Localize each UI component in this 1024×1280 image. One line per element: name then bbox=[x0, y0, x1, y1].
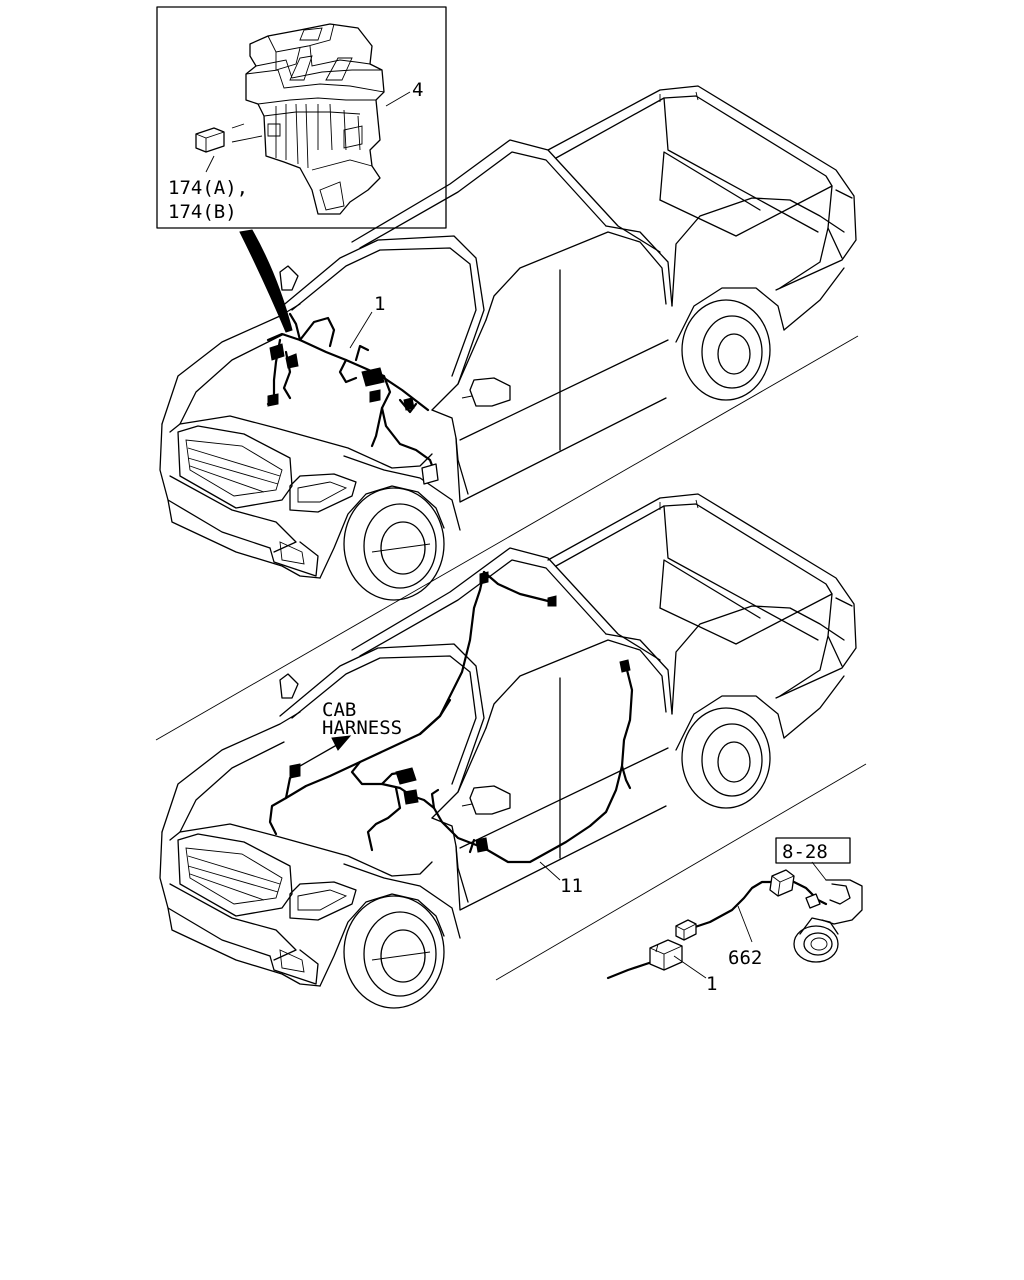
label-part-1-engine: 1 bbox=[374, 293, 385, 315]
cab-harness-arrow bbox=[299, 741, 343, 767]
leader-11 bbox=[539, 861, 561, 881]
leader-1-top bbox=[349, 311, 373, 349]
label-harness: HARNESS bbox=[322, 717, 402, 739]
bottom-truck bbox=[159, 493, 857, 1009]
leader-662 bbox=[737, 905, 753, 943]
label-part-11: 11 bbox=[560, 875, 583, 897]
reference-box bbox=[775, 837, 851, 864]
label-part-4: 4 bbox=[412, 79, 423, 101]
label-part-174b: 174(B) bbox=[168, 201, 237, 223]
label-cab: CAB bbox=[322, 699, 356, 721]
separator-line-1 bbox=[155, 335, 859, 741]
fuse-box-inset bbox=[156, 6, 447, 229]
separator-line-2 bbox=[495, 763, 867, 981]
inset-pointer bbox=[239, 229, 293, 333]
relay-174 bbox=[195, 127, 225, 153]
connector-harness-1 bbox=[606, 939, 683, 980]
engine-harness-1 bbox=[266, 312, 439, 485]
leader-1-bottom bbox=[673, 955, 707, 979]
label-part-174a: 174(A), bbox=[168, 177, 248, 199]
fuse-box-4 bbox=[245, 23, 385, 215]
sub-harness-662 bbox=[675, 869, 863, 963]
top-truck bbox=[159, 85, 857, 601]
cab-harness-11 bbox=[268, 570, 634, 864]
cab-harness-arrowhead bbox=[331, 735, 352, 751]
label-reference-8-28: 8-28 bbox=[782, 841, 828, 863]
label-part-1-connector: 1 bbox=[706, 973, 717, 995]
label-part-662: 662 bbox=[728, 947, 762, 969]
leader-8-28 bbox=[811, 861, 827, 881]
